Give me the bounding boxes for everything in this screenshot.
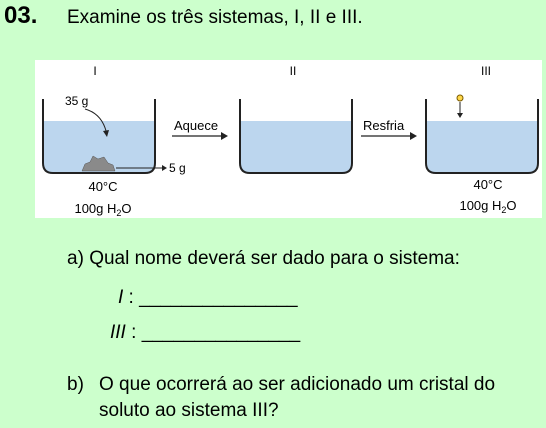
blank-iii-sep: : [125, 322, 142, 343]
blank-iii-label: III [110, 322, 126, 343]
item-a: a) Qual nome deverá ser dado para o sist… [67, 248, 460, 270]
excess-pointer-arrowhead-icon [162, 165, 167, 171]
answer-blank-i[interactable]: I : _______________ [118, 287, 298, 309]
beaker-system-ii [239, 99, 353, 174]
heat-arrowhead-icon [221, 132, 228, 140]
excess-solid-icon [81, 155, 116, 172]
beaker-i-liquid [43, 121, 155, 173]
system-iii-temperature: 40°C [473, 177, 502, 192]
item-a-text: Qual nome deverá ser dado para o sistema… [89, 248, 460, 269]
blank-i-label: I [118, 287, 124, 308]
heat-label: Aquece [174, 118, 218, 133]
question-number: 03. [4, 2, 38, 29]
item-a-letter: a) [67, 248, 84, 269]
system-label-ii: II [290, 64, 297, 78]
adding-arrowhead-icon [103, 130, 109, 137]
blank-i-sep: : [123, 287, 140, 308]
beaker-iii-wall [425, 99, 539, 174]
crystal-icon [456, 94, 464, 102]
blank-i-line[interactable]: _______________ [139, 287, 298, 308]
system-i-temperature: 40°C [88, 179, 117, 194]
blank-iii-line[interactable]: _______________ [141, 322, 301, 343]
beaker-iii-liquid [426, 121, 538, 173]
system-label-i: I [93, 64, 96, 78]
beaker-ii-liquid [240, 121, 352, 173]
item-b-text: O que ocorrerá ao ser adicionado um cris… [99, 374, 496, 421]
beaker-ii-wall [239, 99, 353, 174]
mass-added-label: 35 g [65, 94, 88, 108]
beaker-system-iii [425, 99, 539, 174]
excess-solid-label: 5 g [169, 161, 186, 175]
cool-arrowhead-icon [410, 132, 417, 140]
question-prompt: Examine os três sistemas, I, II e III. [67, 7, 363, 28]
system-iii-solvent: 100g H2O [459, 198, 516, 215]
systems-figure: I II III 35 g 5 g 40°C 100g H2O Aquece R… [35, 60, 542, 218]
system-label-iii: III [481, 64, 491, 78]
item-b-letter: b) [67, 374, 84, 395]
beaker-system-i [42, 99, 156, 174]
system-i-solvent: 100g H2O [74, 201, 131, 218]
beaker-i-wall [42, 99, 156, 174]
answer-blank-iii[interactable]: III : _______________ [110, 322, 300, 344]
systems-diagram: I II III 35 g 5 g 40°C 100g H2O Aquece R… [42, 64, 539, 218]
crystal-drop-arrowhead-icon [457, 113, 463, 118]
cool-label: Resfria [363, 118, 405, 133]
